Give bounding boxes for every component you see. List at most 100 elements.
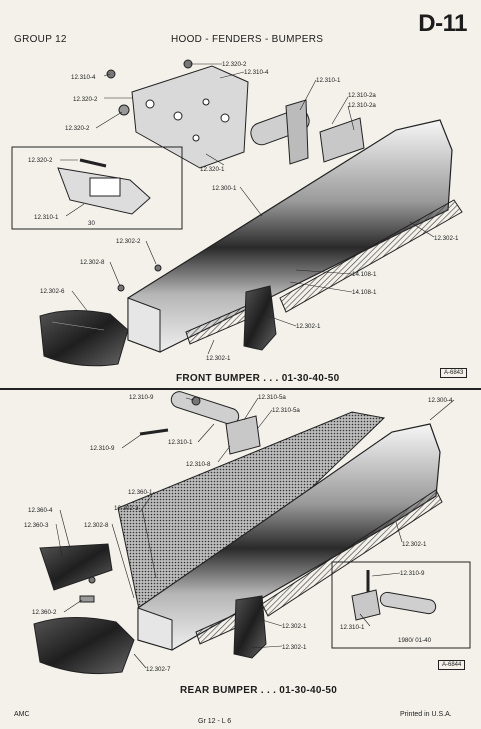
- page-title: HOOD - FENDERS - BUMPERS: [171, 34, 324, 45]
- leader-line: [185, 397, 195, 401]
- rear-callout-text: 12.310-9 12.310-5a 12.310-5a 12.300-4 12…: [24, 394, 453, 673]
- callout-label: 12.302-8: [80, 259, 105, 266]
- leader-line: [103, 73, 111, 77]
- rear-bumper-drawing: [33, 391, 443, 675]
- front-end-cap: [39, 309, 129, 367]
- leader-line: [429, 399, 455, 421]
- leader-line: [95, 111, 123, 129]
- callout-label: 12.310-9: [90, 445, 115, 452]
- callout-label: 12.300-4: [428, 397, 453, 404]
- bracket-hole: [173, 111, 183, 121]
- leader-line: [409, 221, 435, 238]
- leader-line: [71, 290, 89, 313]
- leader-line: [267, 315, 297, 327]
- leader-line: [289, 281, 353, 293]
- rear-figure-id: A-6844: [438, 660, 466, 670]
- bumper-guard: [243, 285, 277, 351]
- callout-label: 12.302-1: [402, 541, 427, 548]
- callout-label: 12.310-4: [71, 74, 96, 81]
- leader-line: [371, 572, 401, 577]
- leader-line: [331, 96, 349, 125]
- nut-icon: [88, 576, 96, 584]
- inset-note: 1980/ 01-40: [398, 637, 432, 644]
- callout-label: 12.310-4: [244, 69, 269, 76]
- callout-label: 12.310-2a: [348, 92, 376, 99]
- front-bumper-drawing: [39, 59, 463, 367]
- nut-icon: [106, 69, 116, 79]
- leader-line: [141, 507, 157, 579]
- front-bracket: [131, 65, 249, 169]
- section-divider: [0, 388, 481, 390]
- bracket-hole: [192, 134, 200, 142]
- front-callouts: [71, 63, 435, 355]
- callout-label: 12.310-2a: [348, 102, 376, 109]
- rear-bumper-end-face: [137, 607, 173, 651]
- leader-line: [251, 645, 283, 649]
- mount-plate: [319, 117, 365, 163]
- leader-line: [63, 599, 83, 613]
- callout-label: 12.302-6: [40, 288, 65, 295]
- callout-label: 14.108-1: [352, 289, 377, 296]
- front-bumper-caption: FRONT BUMPER . . . 01-30-40-50: [176, 373, 340, 384]
- inset-plate: [351, 589, 381, 621]
- rear-inset-drawing: [351, 570, 437, 621]
- nut-icon: [117, 284, 125, 292]
- leader-line: [395, 521, 403, 543]
- leader-line: [109, 261, 121, 287]
- front-callout-text: 12.310-4 12.320-2 12.310-4 12.320-2 12.3…: [40, 61, 459, 362]
- footer-printed: Printed in U.S.A.: [400, 711, 452, 718]
- rear-energy-absorber: [170, 391, 240, 425]
- leader-line: [359, 613, 371, 627]
- leader-line: [261, 619, 283, 627]
- callout-label: 12.360-2: [32, 609, 57, 616]
- leader-line: [121, 433, 143, 449]
- inset-absorber: [379, 591, 437, 615]
- front-inset-drawing: [57, 158, 151, 215]
- callout-label: 12.302-7: [146, 666, 171, 673]
- callout-label: 12.302-1: [282, 644, 307, 651]
- callout-label: 12.320-2: [222, 61, 247, 68]
- leader-line: [133, 653, 147, 669]
- leader-line: [55, 523, 63, 557]
- bracket-hole: [202, 98, 210, 106]
- callout-label: 12.310-1: [316, 77, 341, 84]
- bumper-end-face: [127, 297, 161, 353]
- leader-line: [219, 71, 245, 79]
- callout-label: 12.302-3: [114, 505, 139, 512]
- callout-label: 12.302-2: [116, 238, 141, 245]
- rear-side-filler: [39, 543, 113, 591]
- leader-line: [207, 339, 215, 355]
- rear-bumper-caption: REAR BUMPER . . . 01-30-40-50: [180, 685, 338, 696]
- callout-label: 12.320-2: [28, 157, 53, 164]
- callout-label: 12.310-9: [400, 570, 425, 577]
- footer-page-code: Gr 12 - L 6: [198, 718, 232, 725]
- leader-line: [295, 269, 353, 275]
- rear-callouts: [55, 397, 455, 669]
- callout-label: 12.320-2: [73, 96, 98, 103]
- front-inset-callouts: 12.320-2 12.310-1 30: [28, 157, 95, 227]
- rear-bumper-guard: [233, 595, 267, 659]
- bolt-icon: [139, 428, 169, 436]
- leader-line: [197, 423, 215, 443]
- rear-end-cap: [33, 617, 135, 675]
- leader-line: [65, 203, 85, 217]
- callout-label: 12.310-8: [186, 461, 211, 468]
- callout-label: 12.310-1: [34, 214, 59, 221]
- callout-label: 12.310-5a: [272, 407, 300, 414]
- leader-line: [257, 409, 273, 429]
- leader-line: [217, 445, 231, 463]
- inset-slot: [89, 177, 121, 197]
- callout-label: 12.302-1: [434, 235, 459, 242]
- front-inset-frame: [11, 146, 183, 230]
- bracket-hole: [220, 113, 230, 123]
- callout-label: 12.302-8: [84, 522, 109, 529]
- callout-label: 12.360-3: [24, 522, 49, 529]
- rear-inset-frame: [331, 561, 471, 649]
- rear-inset-callouts: 12.310-9 12.310-1 1980/ 01-40: [340, 570, 432, 644]
- leader-line: [59, 509, 71, 549]
- leader-line: [239, 186, 263, 217]
- inset-note: 30: [88, 220, 95, 227]
- leader-line: [205, 153, 225, 166]
